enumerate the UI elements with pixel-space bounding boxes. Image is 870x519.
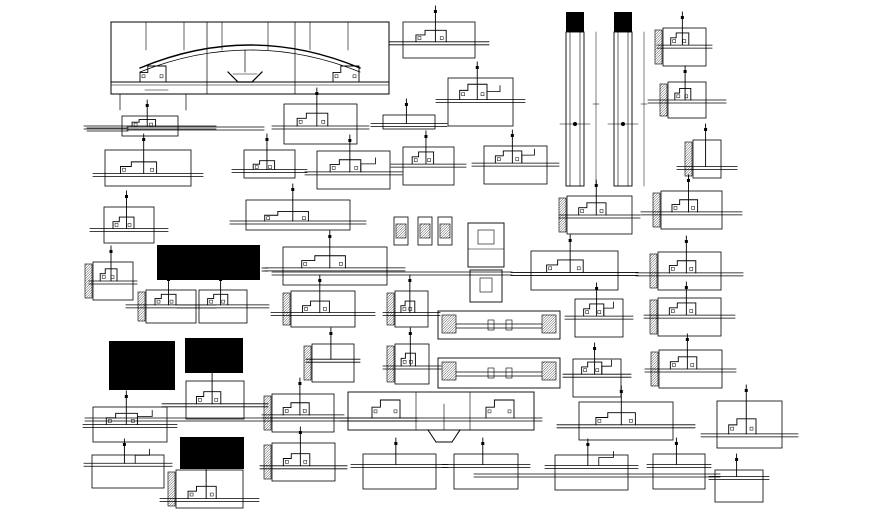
ceiling-detail-02	[435, 61, 526, 127]
solid-block-c	[185, 338, 243, 373]
ceiling-detail-31	[644, 333, 737, 389]
ceiling-detail-11	[654, 11, 713, 67]
ceiling-detail-13	[676, 123, 738, 179]
tall-wall-section-left	[559, 12, 600, 187]
ceiling-detail-05	[370, 98, 448, 130]
ceiling-detail-42	[646, 437, 712, 490]
rail-fragment-4	[271, 271, 513, 276]
ceiling-detail-41	[544, 438, 639, 491]
ceiling-detail-36	[700, 384, 799, 449]
ceiling-detail-40	[441, 437, 531, 490]
ceiling-detail-38	[259, 426, 348, 482]
ceiling-detail-27	[643, 281, 736, 337]
ceiling-detail-43	[708, 453, 770, 503]
ceiling-detail-15	[640, 174, 743, 230]
ceiling-detail-01	[388, 5, 490, 59]
beam-section-upper	[437, 310, 561, 340]
ceiling-detail-12	[647, 65, 727, 119]
column-piece-2	[417, 216, 433, 246]
arched-ceiling-elevation	[110, 21, 390, 111]
ceiling-detail-09	[390, 130, 467, 186]
rail-fragment-5	[84, 417, 419, 422]
ceiling-detail-29	[382, 327, 442, 385]
duct-section-stack	[467, 222, 505, 303]
solid-block-b	[109, 341, 175, 390]
ceiling-detail-07	[231, 133, 308, 179]
ceiling-detail-26	[564, 282, 634, 338]
rail-fragment-1	[126, 126, 265, 131]
ceiling-detail-25	[382, 274, 441, 328]
chandelier-ceiling-section	[339, 391, 543, 443]
ceiling-detail-21	[635, 235, 744, 291]
ceiling-detail-33	[82, 390, 178, 443]
ceiling-detail-04	[83, 99, 217, 137]
ceiling-detail-39	[350, 437, 449, 490]
column-piece-3	[437, 216, 453, 246]
solid-block-a	[157, 245, 260, 280]
rail-fragment-3	[261, 267, 269, 272]
ceiling-detail-24	[270, 274, 376, 328]
ceiling-detail-14	[558, 179, 641, 235]
ceiling-detail-23	[176, 273, 270, 324]
ceiling-detail-32	[161, 364, 269, 420]
ceiling-detail-37	[83, 438, 173, 489]
ceiling-detail-19	[264, 230, 406, 286]
rail-fragment-2	[86, 127, 129, 132]
ceiling-detail-30	[562, 342, 632, 398]
solid-block-d	[180, 437, 244, 469]
ceiling-detail-20	[510, 234, 639, 291]
ceiling-detail-34	[261, 377, 345, 433]
ceiling-detail-28	[303, 327, 361, 383]
ceiling-detail-16	[89, 190, 169, 244]
column-piece-1	[393, 216, 409, 246]
ceiling-detail-06	[92, 133, 204, 187]
ceiling-detail-35	[556, 385, 696, 441]
beam-section-lower	[437, 357, 561, 389]
ceiling-detail-18	[84, 245, 138, 301]
ceiling-detail-22	[125, 273, 217, 324]
tall-wall-section-right	[607, 12, 648, 187]
ceiling-detail-10	[471, 129, 560, 185]
ceiling-detail-08	[304, 134, 403, 190]
ceiling-detail-44	[159, 453, 260, 509]
rail-fragment-6	[473, 473, 721, 478]
ceiling-detail-03	[271, 87, 370, 145]
ceiling-detail-17	[229, 183, 367, 231]
